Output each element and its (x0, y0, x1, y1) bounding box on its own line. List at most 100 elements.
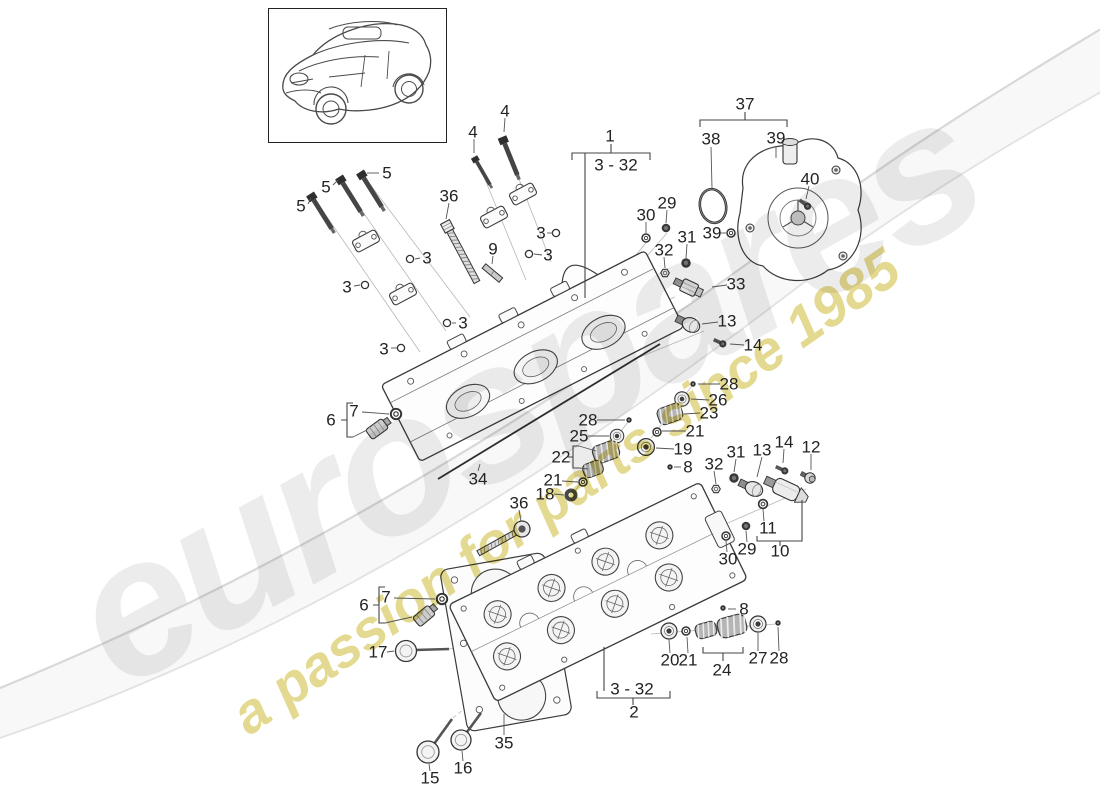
part-callout-28: 28 (770, 649, 789, 668)
part-callout-25: 25 (570, 427, 589, 446)
leader-line-31 (733, 458, 737, 473)
part-callout-27: 27 (749, 649, 768, 668)
part-callout-3 - 32: 3 - 32 (610, 680, 653, 699)
leader-line-3 (533, 253, 543, 256)
bracket-group-24 (702, 647, 744, 661)
part-callout-14: 14 (775, 433, 794, 452)
part-callout-3: 3 (458, 314, 467, 333)
leader-line-16 (461, 750, 464, 762)
part-callout-23: 23 (700, 404, 719, 423)
valve-15 (416, 718, 454, 764)
leader-line-21 (686, 636, 689, 654)
leader-line-32 (663, 256, 666, 269)
part-callout-31: 31 (727, 443, 746, 462)
part-callout-13: 13 (718, 312, 737, 331)
part-callout-39: 39 (767, 129, 786, 148)
part-callout-6: 6 (326, 411, 335, 430)
part-callout-1: 1 (605, 127, 614, 146)
leader-line-32 (713, 470, 717, 485)
part-callout-30: 30 (637, 206, 656, 225)
part-callout-3: 3 (379, 340, 388, 359)
part-callout-34: 34 (469, 470, 488, 489)
lower-cylinder-head-drawing (449, 483, 747, 701)
leader-line-30 (725, 540, 728, 553)
leader-line-9 (491, 255, 494, 265)
part-callout-30: 30 (719, 550, 738, 569)
part-callout-20: 20 (661, 651, 680, 670)
leader-line-34 (477, 463, 481, 472)
leader-line-14 (782, 448, 785, 464)
part-callout-15: 15 (421, 769, 440, 788)
part-callout-16: 16 (454, 759, 473, 778)
bracket-group-22 (568, 445, 597, 470)
leader-line-31 (685, 243, 688, 259)
leader-line-5 (332, 179, 339, 186)
leader-line-20 (668, 639, 671, 654)
part-callout-31: 31 (678, 228, 697, 247)
part-callout-28: 28 (579, 411, 598, 430)
leader-line-7 (361, 411, 390, 415)
leader-line-26 (690, 398, 710, 401)
leader-line-18 (553, 493, 565, 496)
o-ring-38 (698, 187, 728, 225)
leader-line-3 (353, 284, 361, 287)
part-callout-37: 37 (736, 95, 755, 114)
part-callout-36: 36 (440, 187, 459, 206)
vehicle-thumbnail (268, 8, 447, 143)
part-callout-40: 40 (801, 170, 820, 189)
part-callout-5: 5 (296, 197, 305, 216)
leader-line-13 (701, 321, 719, 325)
bracket-group-10 (756, 500, 803, 546)
part-callout-19: 19 (674, 440, 693, 459)
part-callout-21: 21 (679, 651, 698, 670)
leader-line-7 (393, 597, 436, 600)
part-callout-12: 12 (802, 438, 821, 457)
upper-cylinder-head-drawing (381, 251, 684, 461)
bracket-group-2 (596, 647, 671, 705)
part-callout-13: 13 (753, 441, 772, 460)
valve-16 (450, 712, 483, 751)
part-callout-26: 26 (709, 391, 728, 410)
leader-line-38 (710, 146, 713, 189)
part-callout-18: 18 (536, 485, 555, 504)
part-callout-21: 21 (544, 471, 563, 490)
leader-line-11 (762, 508, 765, 522)
leader-line-33 (711, 284, 728, 288)
bracket-group-6a (341, 402, 368, 438)
part-callout-2: 2 (629, 703, 638, 722)
leader-line-36 (518, 509, 522, 522)
leader-line-21 (561, 480, 579, 483)
part-callout-5: 5 (382, 164, 391, 183)
bracket-group-6b (373, 586, 413, 624)
part-callout-8: 8 (739, 600, 748, 619)
valve-seal-18 (564, 488, 578, 502)
part-callout-36: 36 (510, 494, 529, 513)
part-callout-4: 4 (468, 123, 477, 142)
bracket-group-1 (571, 144, 651, 298)
part-callout-32: 32 (705, 455, 724, 474)
part-callout-28: 28 (720, 375, 739, 394)
vehicle-line-art (282, 21, 432, 125)
valve-17 (394, 639, 450, 663)
part-callout-29: 29 (738, 540, 757, 559)
leader-line-19 (655, 447, 675, 450)
part-callout-14: 14 (744, 336, 763, 355)
part-callout-29: 29 (658, 194, 677, 213)
part-callout-35: 35 (495, 734, 514, 753)
leader-line-15 (428, 763, 431, 772)
leader-line-5 (307, 197, 312, 205)
part-callout-17: 17 (369, 643, 388, 662)
leader-line-17 (386, 650, 395, 653)
part-callout-38: 38 (702, 130, 721, 149)
part-callout-4: 4 (500, 102, 509, 121)
part-callout-3 - 32: 3 - 32 (594, 156, 637, 175)
part-callout-8: 8 (683, 458, 692, 477)
leader-line-14 (729, 343, 745, 346)
part-callout-39: 39 (703, 224, 722, 243)
leader-line-29 (665, 209, 668, 224)
part-callout-21: 21 (686, 422, 705, 441)
